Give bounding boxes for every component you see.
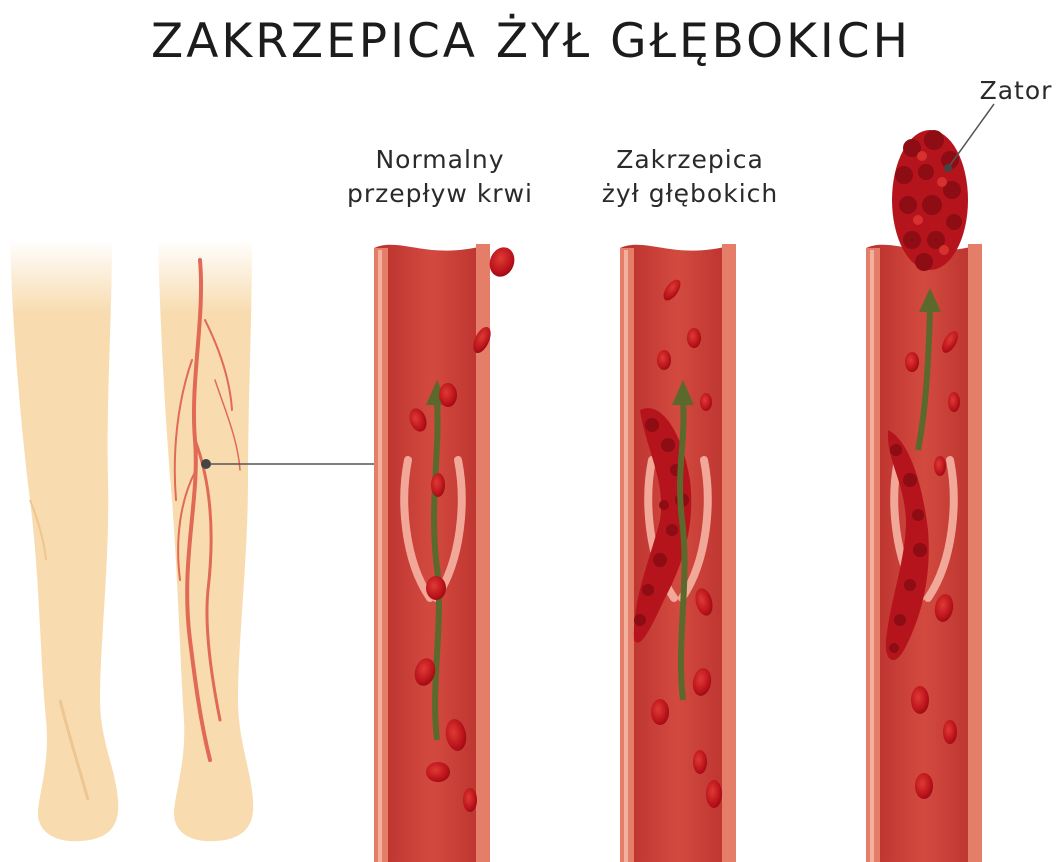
healthy-leg-shape [10, 240, 118, 841]
flow-arrow [434, 400, 439, 740]
vessel-normal [374, 244, 518, 862]
vessel-embolus [866, 104, 994, 862]
vessel-dvt [620, 244, 736, 862]
affected-leg-shape [158, 240, 253, 841]
vessel-embolus-wall-right [968, 244, 982, 862]
vessel-dvt-wall-highlight [624, 250, 628, 862]
vessel-normal-wall-highlight [378, 250, 382, 862]
embolus [892, 130, 968, 271]
healthy-leg [10, 240, 118, 841]
vessel-dvt-wall-right [722, 244, 736, 862]
embolus-pointer-dot [944, 164, 952, 172]
affected-leg [158, 240, 253, 841]
pointer-dot [201, 459, 211, 469]
embolus-pointer-line [948, 104, 994, 168]
vessel-embolus-wall-highlight [870, 250, 874, 862]
